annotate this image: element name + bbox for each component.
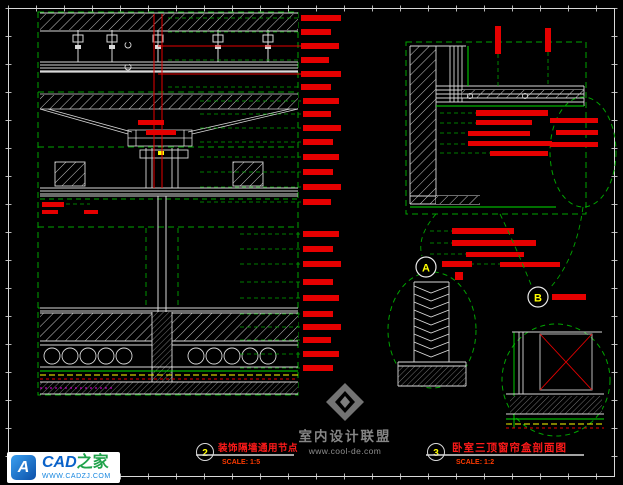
cadzj-brand: CAD之家 bbox=[42, 455, 111, 471]
title-block-right: 3 卧室三顶窗帘盒剖面图 SCALE: 1:2 bbox=[426, 441, 584, 466]
cadzj-logo-text: CAD之家 WWW.CADZJ.COM bbox=[42, 455, 111, 481]
watermark-url: www.cool-de.com bbox=[308, 446, 382, 456]
annotation-leader-lines bbox=[66, 17, 301, 369]
detail-a-linework bbox=[397, 281, 467, 387]
detail-a-callout: A bbox=[387, 256, 477, 389]
detail-b-callout: B bbox=[501, 286, 611, 437]
drawing-scale-right: SCALE: 1:2 bbox=[456, 459, 494, 466]
watermark-name: 室内设计联盟 bbox=[298, 429, 392, 444]
watermark: 室内设计联盟 www.cool-de.com bbox=[291, 381, 399, 456]
track-section bbox=[40, 148, 298, 200]
sheet-frame bbox=[5, 5, 618, 480]
detail-b-label: B bbox=[534, 293, 542, 305]
drawing-title-left: 装饰隔墙通用节点 bbox=[217, 442, 298, 454]
partition-wall bbox=[145, 196, 179, 312]
center-axis-lines bbox=[153, 14, 163, 188]
cadzj-logo-icon: A bbox=[11, 455, 36, 480]
cadzj-site-url: WWW.CADZJ.COM bbox=[42, 473, 111, 480]
detail-a-label: A bbox=[422, 263, 430, 275]
title-block-left: 2 装饰隔墙通用节点 SCALE: 1:5 bbox=[196, 442, 298, 466]
curtain-box-linework bbox=[409, 45, 585, 205]
ceiling-section bbox=[40, 12, 298, 73]
zoom-ellipse-right bbox=[549, 96, 617, 208]
curtain-box-annotations bbox=[420, 26, 598, 300]
detail-b-linework bbox=[506, 331, 604, 429]
drawing-scale-left: SCALE: 1:5 bbox=[222, 459, 260, 466]
drawing-number-left: 2 bbox=[202, 448, 208, 459]
partition-annotations bbox=[42, 15, 341, 371]
annotation-text-blocks bbox=[42, 15, 341, 371]
cadzj-brand-en: CAD bbox=[42, 454, 77, 471]
cadzj-logo[interactable]: A CAD之家 WWW.CADZJ.COM bbox=[7, 452, 120, 483]
cadzj-brand-cn: 之家 bbox=[76, 454, 109, 471]
detail-b-marker-circle bbox=[527, 286, 549, 308]
watermark-logo-icon bbox=[291, 381, 399, 423]
floor-section bbox=[40, 307, 298, 395]
detail-a-marker-circle bbox=[415, 256, 437, 278]
drawing-number-right: 3 bbox=[433, 448, 439, 459]
partition-node-drawing bbox=[37, 11, 299, 396]
drawing-title-right: 卧室三顶窗帘盒剖面图 bbox=[452, 441, 567, 454]
annotation-leader-lines bbox=[430, 52, 549, 265]
cove-section bbox=[39, 93, 299, 147]
curtain-box-green-lines bbox=[410, 46, 584, 208]
annotation-text-blocks bbox=[442, 26, 598, 300]
annotation-leader-lines-red bbox=[158, 45, 301, 75]
curtain-box-drawing bbox=[405, 41, 617, 215]
cadzj-logo-letter: A bbox=[17, 458, 30, 476]
callout-connector-curves bbox=[420, 206, 584, 290]
